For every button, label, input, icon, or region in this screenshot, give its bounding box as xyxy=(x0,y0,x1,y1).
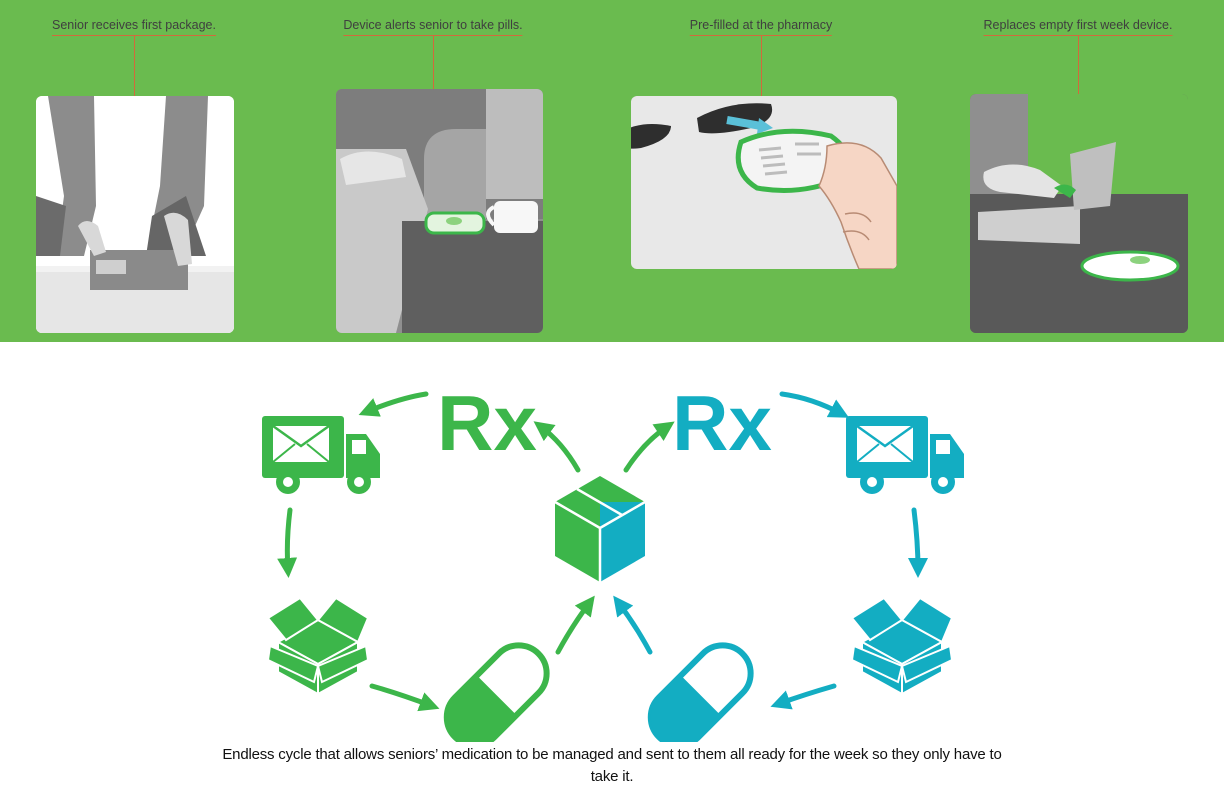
arrow-truck-to-box-left xyxy=(277,507,298,578)
senior-receives-package-illustration xyxy=(36,96,234,333)
pill-capsule-icon-right xyxy=(647,642,754,749)
step-3-label: Pre-filled at the pharmacy xyxy=(689,18,833,36)
arrow-truck-to-box-right xyxy=(907,507,928,578)
step-1-panel xyxy=(36,96,234,333)
arrow-box-to-pill-left xyxy=(369,683,440,712)
medication-cycle-diagram: Rx Rx xyxy=(0,342,1224,749)
delivery-truck-icon-right xyxy=(846,416,964,494)
arrow-rx-to-truck-left xyxy=(358,391,429,417)
prefilled-at-pharmacy-illustration xyxy=(631,96,897,269)
step-4-panel xyxy=(970,94,1188,333)
rx-icon-right: Rx xyxy=(672,379,772,467)
step-2-label: Device alerts senior to take pills. xyxy=(343,18,523,36)
arrow-pill-to-center-right xyxy=(613,595,653,655)
arrow-box-to-pill-right xyxy=(770,683,837,710)
rx-icon-left: Rx xyxy=(437,379,537,467)
step-3-leader-line xyxy=(761,36,762,96)
open-box-icon-left xyxy=(266,596,370,696)
step-2-panel xyxy=(336,89,543,333)
replaces-device-illustration xyxy=(970,94,1188,333)
arrow-rx-to-truck-right xyxy=(779,391,850,418)
step-4-leader-line xyxy=(1078,36,1079,94)
open-box-icon-right xyxy=(850,596,954,696)
arrow-pill-to-center-left xyxy=(555,595,595,655)
step-2-leader-line xyxy=(433,36,434,90)
step-4-label: Replaces empty first week device. xyxy=(983,18,1173,36)
illustration-band: Senior receives first package. Device al… xyxy=(0,0,1224,342)
delivery-truck-icon-left xyxy=(262,416,380,494)
step-1-leader-line xyxy=(134,36,135,96)
device-alerts-senior-illustration xyxy=(336,89,543,333)
step-1-label: Senior receives first package. xyxy=(52,18,216,36)
pill-capsule-icon-left xyxy=(443,642,550,749)
arrow-center-to-rx-right xyxy=(623,421,675,473)
arrow-center-to-rx-left xyxy=(533,421,581,473)
step-3-panel xyxy=(631,96,897,269)
closed-box-icon xyxy=(554,476,646,582)
diagram-caption: Endless cycle that allows seniors’ medic… xyxy=(222,746,1002,785)
